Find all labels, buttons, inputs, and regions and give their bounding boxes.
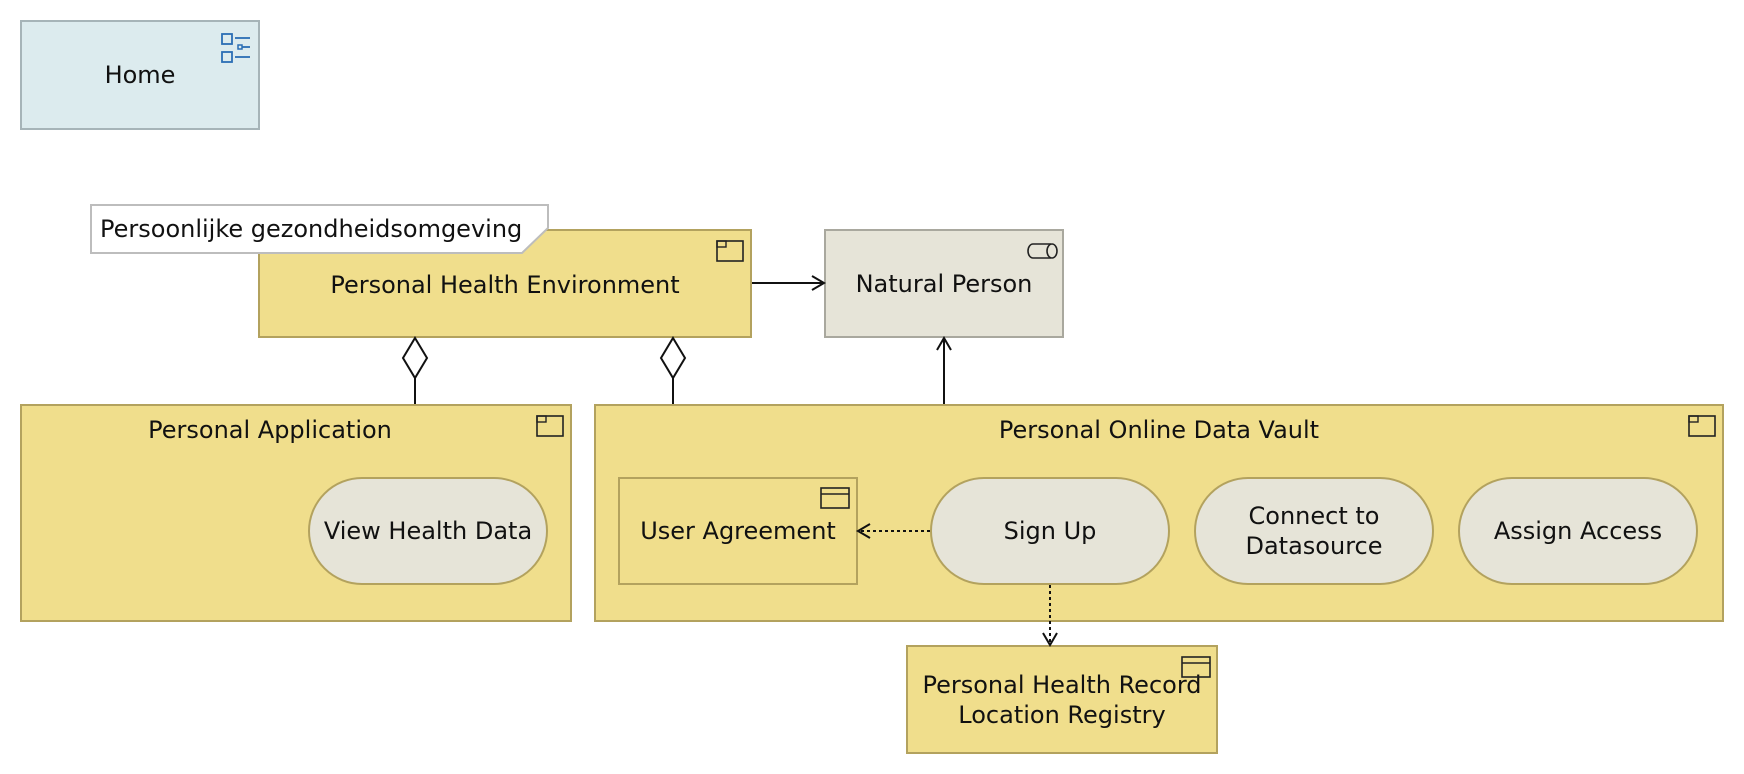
serving-connector-phe-to-person [752,275,826,291]
application-component-icon [1688,415,1716,437]
connect-to-datasource-service[interactable]: Connect to Datasource [1194,477,1434,585]
note-text: Persoonlijke gezondheidsomgeving [100,215,523,243]
data-object-icon [820,487,850,509]
view-health-data-label: View Health Data [323,517,533,545]
location-registry-node[interactable]: Personal Health Record Location Registry [906,645,1218,754]
connect-label-line2: Datasource [1245,532,1383,560]
application-component-icon [536,415,564,437]
registry-label-line2: Location Registry [958,700,1166,729]
home-node[interactable]: Home [20,20,260,130]
user-agreement-label: User Agreement [640,517,836,545]
note: Persoonlijke gezondheidsomgeving [90,204,548,254]
pod-label: Personal Online Data Vault [998,416,1320,444]
home-label: Home [104,61,176,89]
assign-access-label: Assign Access [1493,517,1663,545]
view-health-data-service[interactable]: View Health Data [308,477,548,585]
connect-label-line1: Connect to [1248,502,1380,530]
sign-up-label: Sign Up [1003,517,1097,545]
view-reference-icon [221,33,250,63]
aggregation-connector-pod [659,336,687,404]
role-icon [1027,243,1058,259]
data-object-icon [1181,656,1211,678]
registry-label-line1: Personal Health Record [922,670,1202,699]
application-component-icon [716,240,744,262]
sign-up-service[interactable]: Sign Up [930,477,1170,585]
user-agreement-node[interactable]: User Agreement [618,477,858,585]
phe-label: Personal Health Environment [330,271,680,299]
assign-access-service[interactable]: Assign Access [1458,477,1698,585]
personal-application-label: Personal Application [148,416,392,444]
natural-person-label: Natural Person [855,269,1033,298]
aggregation-connector-application [401,336,429,404]
serving-connector-pod-to-person [936,336,952,404]
